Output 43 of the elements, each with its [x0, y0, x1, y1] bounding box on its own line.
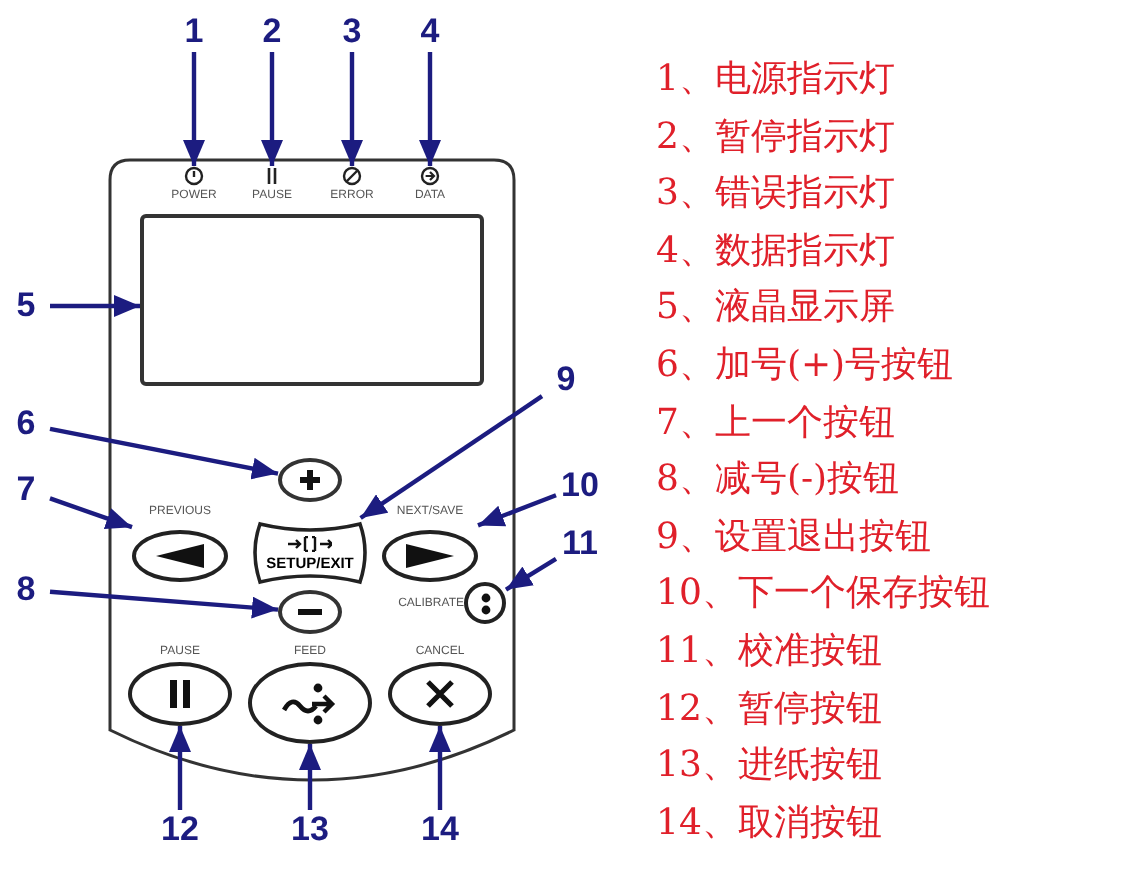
callout-number: 7 — [2, 470, 50, 510]
leader-arrow — [504, 556, 558, 592]
leader-arrow — [50, 295, 140, 317]
leader-arrow — [49, 496, 133, 530]
list-item: 1、电源指示灯 — [656, 56, 895, 104]
leader-arrow — [49, 589, 279, 619]
callout-number: 9 — [542, 360, 590, 400]
list-item: 10、下一个保存按钮 — [656, 570, 990, 619]
leader-arrow — [477, 493, 557, 528]
leader-arrow — [359, 394, 544, 520]
callout-number: 1 — [170, 12, 218, 52]
list-item: 12、暂停按钮 — [656, 685, 882, 734]
callout-number: 2 — [248, 12, 296, 52]
callout-number: 4 — [406, 12, 454, 52]
list-item: 7、上一个按钮 — [656, 399, 895, 448]
leader-arrow — [49, 426, 279, 480]
callout-number: 13 — [286, 810, 334, 850]
list-item: 3、错误指示灯 — [656, 170, 895, 219]
list-item: 5、液晶显示屏 — [656, 284, 895, 333]
callout-number: 5 — [2, 286, 50, 326]
list-item: 9、设置退出按钮 — [656, 513, 931, 562]
callout-number: 8 — [2, 570, 50, 610]
leader-arrow — [299, 744, 321, 810]
callout-number: 6 — [2, 404, 50, 444]
display-screen — [140, 214, 484, 386]
list-item: 4、数据指示灯 — [656, 227, 895, 276]
leader-arrow — [419, 52, 441, 166]
callout-number: 14 — [416, 810, 464, 850]
list-item: 2、暂停指示灯 — [656, 113, 895, 162]
leader-arrow — [169, 726, 191, 810]
leader-arrow — [183, 52, 205, 166]
leader-arrow — [341, 52, 363, 166]
callout-number: 10 — [556, 466, 604, 506]
list-item: 6、加号(+)号按钮 — [656, 342, 954, 390]
callout-number: 11 — [556, 524, 604, 564]
list-item: 8、减号(-)按钮 — [656, 456, 900, 505]
callout-number: 3 — [328, 12, 376, 52]
list-item: 11、校准按钮 — [656, 628, 882, 676]
list-item: 14、取消按钮 — [656, 799, 882, 848]
callout-number: 12 — [156, 810, 204, 850]
leader-arrow — [261, 52, 283, 166]
leader-arrow — [429, 726, 451, 810]
list-item: 13、进纸按钮 — [656, 742, 882, 791]
